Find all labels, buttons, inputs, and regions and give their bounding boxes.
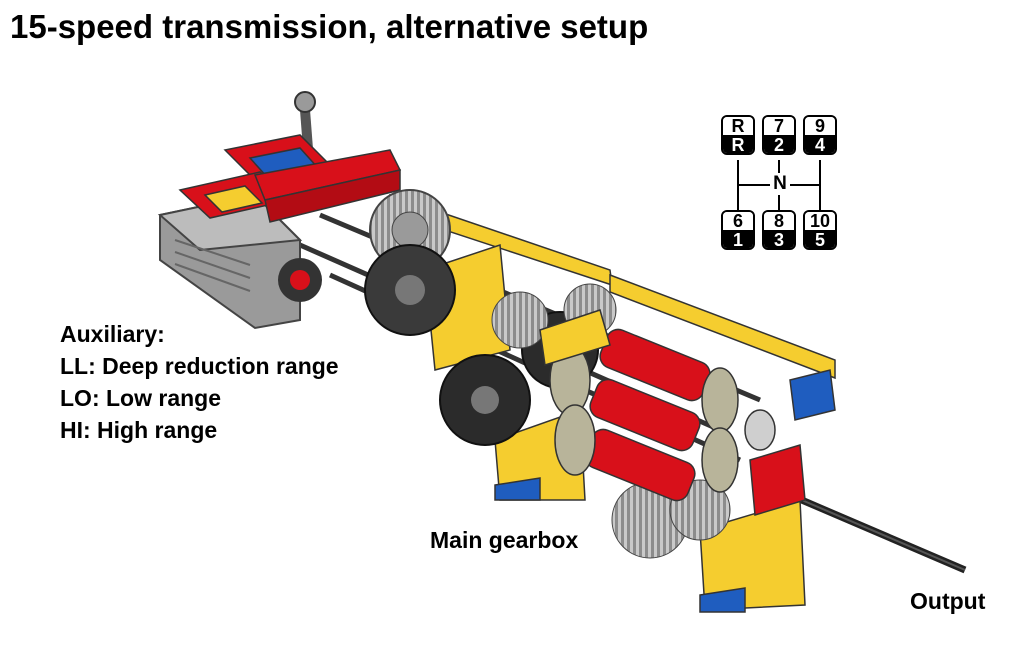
output-label: Output: [910, 588, 986, 614]
shift-key-bottom-1: 6 1: [721, 210, 755, 250]
shift-key-upper: R: [723, 117, 753, 136]
shift-key-bottom-3: 10 5: [803, 210, 837, 250]
shift-key-upper: 6: [723, 212, 753, 231]
shift-key-upper: 10: [805, 212, 835, 231]
auxiliary-item-ll: LL: Deep reduction range: [60, 353, 339, 379]
output-shaft: [788, 491, 967, 574]
auxiliary-item-lo: LO: Low range: [60, 385, 221, 411]
top-bricks: [178, 134, 402, 223]
shift-neutral: N: [770, 173, 790, 195]
shift-key-lower: 2: [764, 135, 794, 153]
shift-key-upper: 7: [764, 117, 794, 136]
shift-key-bottom-2: 8 3: [762, 210, 796, 250]
auxiliary-legend: Auxiliary: LL: Deep reduction range LO: …: [60, 318, 339, 446]
shift-key-top-2: 7 2: [762, 115, 796, 155]
shift-key-lower: 3: [764, 230, 794, 248]
auxiliary-item-hi: HI: High range: [60, 417, 218, 443]
page-title: 15-speed transmission, alternative setup: [10, 8, 649, 45]
shift-key-top-3: 9 4: [803, 115, 837, 155]
main-gearbox-label: Main gearbox: [430, 527, 579, 553]
shift-key-lower: 1: [723, 230, 753, 248]
auxiliary-heading: Auxiliary:: [60, 321, 165, 347]
shift-key-lower: R: [723, 135, 753, 153]
auxiliary-housing: [157, 193, 322, 330]
shift-key-upper: 8: [764, 212, 794, 231]
shift-key-lower: 4: [805, 135, 835, 153]
shift-key-lower: 5: [805, 230, 835, 248]
main-gearbox-parts: [539, 309, 806, 516]
shift-key-top-1: R R: [721, 115, 755, 155]
shift-key-upper: 9: [805, 117, 835, 136]
